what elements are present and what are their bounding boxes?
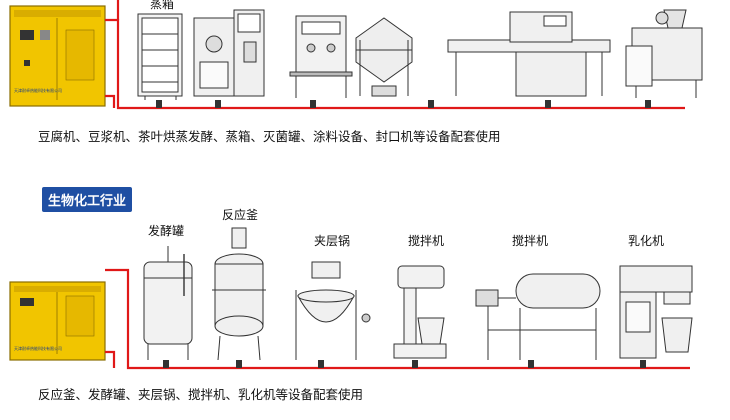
horizontal-mixer (475, 273, 601, 360)
pipe-top (105, 0, 685, 110)
label-fermenter: 发酵罐 (148, 224, 185, 238)
jacketed-kettle (295, 261, 371, 360)
top-caption: 豆腐机、豆浆机、茶叶烘蒸发酵、蒸箱、灭菌罐、涂料设备、封口机等设备配套使用 (38, 129, 501, 144)
sealing-station (289, 15, 353, 98)
valves-bottom (163, 360, 646, 368)
conveyor-sealer (447, 11, 611, 97)
label-jacketed-kettle: 夹层锅 (314, 234, 351, 248)
fermenter (143, 246, 193, 360)
pipe-bottom (105, 268, 690, 370)
double-cone-vessel (355, 17, 413, 97)
bottom-caption: 反应釜、发酵罐、夹层锅、搅拌机、乳化机等设备配套使用 (38, 387, 364, 402)
filling-machine (625, 9, 703, 98)
label-steam-cabinet: 蒸箱 (150, 0, 175, 11)
svg-text:天津耐卓热能科技有限公司: 天津耐卓热能科技有限公司 (14, 345, 62, 351)
label-stand-mixer: 搅拌机 (408, 234, 445, 248)
reactor (212, 227, 266, 361)
boiler-top: 天津耐卓热能科技有限公司 (9, 5, 106, 107)
soymilk-machine (193, 9, 265, 97)
valves-top (156, 100, 651, 108)
label-horizontal-mixer: 搅拌机 (512, 234, 549, 248)
emulsifier (619, 265, 693, 359)
section-badge: 生物化工行业 (42, 187, 133, 212)
boiler-bottom: 天津耐卓热能科技有限公司 (9, 281, 106, 361)
svg-text:天津耐卓热能科技有限公司: 天津耐卓热能科技有限公司 (14, 87, 62, 93)
steam-cabinet (137, 13, 183, 100)
label-emulsifier: 乳化机 (628, 234, 665, 248)
stand-mixer (393, 265, 447, 359)
label-reactor: 反应釜 (222, 208, 259, 222)
